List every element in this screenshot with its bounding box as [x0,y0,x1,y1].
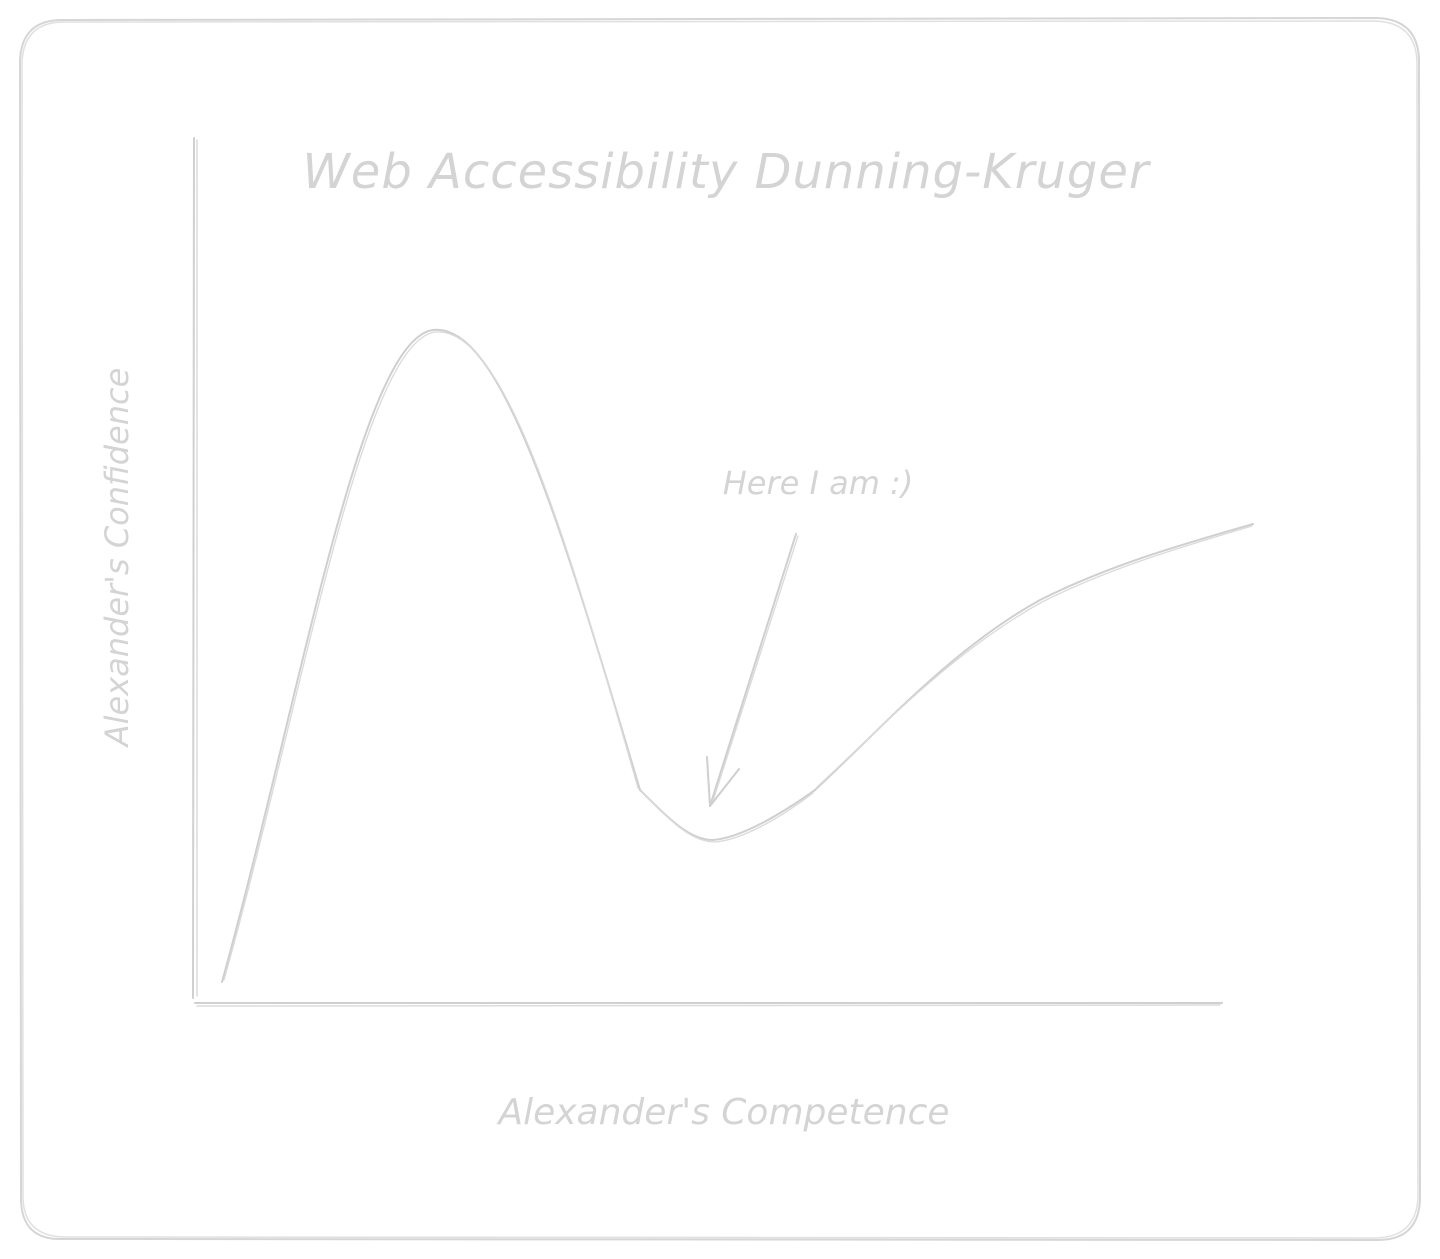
y-axis [192,137,198,999]
x-axis [194,1002,1223,1007]
dunning-kruger-curve [221,328,1254,983]
frame [19,17,1421,1241]
x-axis-label: Alexander's Competence [496,1092,949,1133]
y-axis-label: Alexander's Confidence [98,368,136,749]
annotation-label: Here I am :) [723,464,914,502]
diagram-title: Web Accessibility Dunning-Kruger [302,144,1152,200]
pointer-arrow [706,533,799,807]
